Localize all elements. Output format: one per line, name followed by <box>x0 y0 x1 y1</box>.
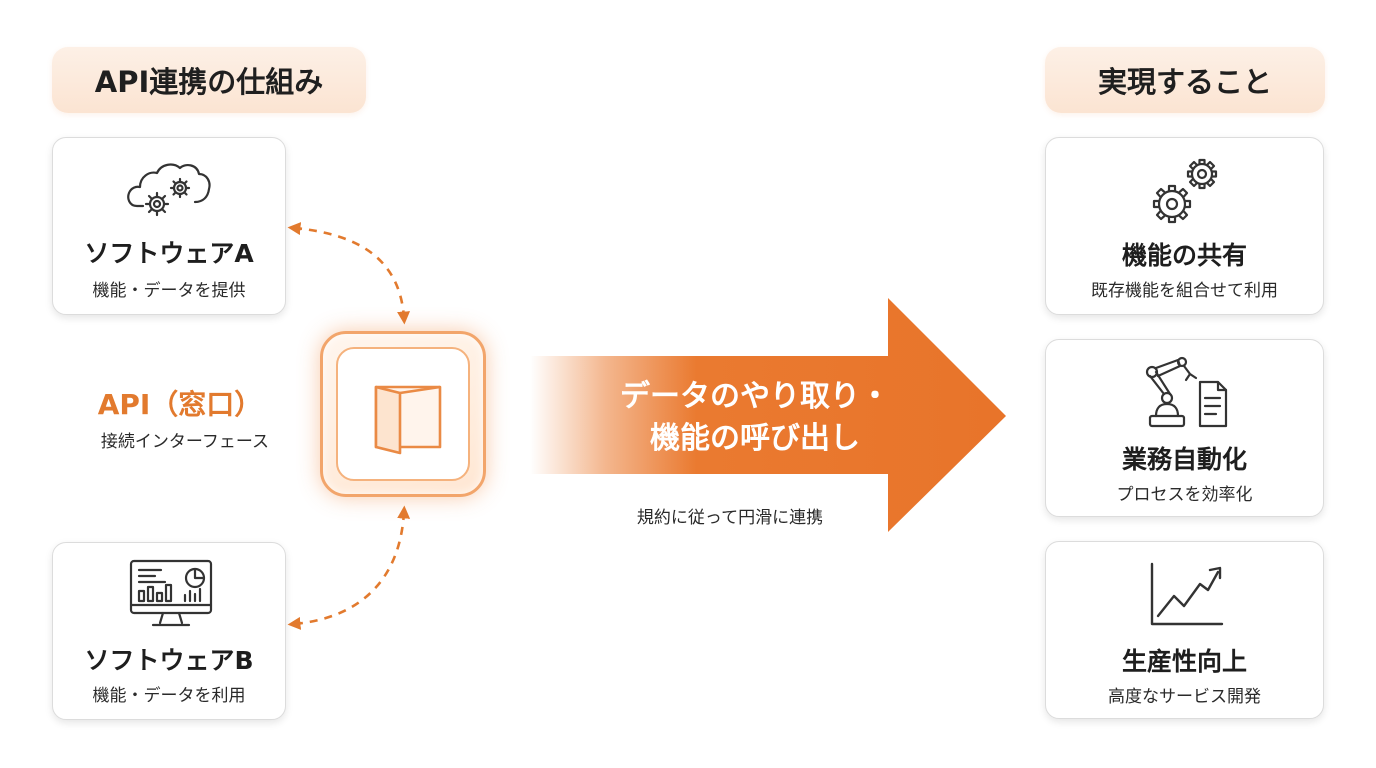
benefit-productivity-title: 生産性向上 <box>1121 647 1247 676</box>
flow-label: データのやり取り・ 機能の呼び出し <box>580 376 930 460</box>
right-header: 実現すること <box>1045 47 1325 113</box>
left-header: API連携の仕組み <box>52 47 366 113</box>
software-a-subtitle: 機能・データを提供 <box>92 281 246 301</box>
software-b-card: ソフトウェアB 機能・データを利用 <box>52 542 286 720</box>
flow-note: 規約に従って円滑に連携 <box>636 508 824 528</box>
right-header-label: 実現すること <box>1097 65 1272 99</box>
benefit-card-sharing: 機能の共有 既存機能を組合せて利用 <box>1045 137 1324 315</box>
api-subtitle: 接続インターフェース <box>100 432 270 452</box>
benefit-card-automation: 業務自動化 プロセスを効率化 <box>1045 339 1324 517</box>
benefit-productivity-subtitle: 高度なサービス開発 <box>1108 687 1261 707</box>
api-center-box <box>320 331 486 497</box>
door-window-icon <box>374 385 442 455</box>
monitor-dashboard-icon <box>129 559 213 627</box>
benefit-automation-title: 業務自動化 <box>1121 445 1247 474</box>
api-center-inner <box>336 347 470 481</box>
software-a-card: ソフトウェアA 機能・データを提供 <box>52 137 286 315</box>
cloud-gears-icon <box>127 163 211 217</box>
connector-a-to-api <box>287 222 411 325</box>
software-a-title: ソフトウェアA <box>84 239 254 268</box>
left-header-label: API連携の仕組み <box>94 65 324 99</box>
software-b-subtitle: 機能・データを利用 <box>92 686 246 706</box>
flow-arrow <box>530 298 1006 532</box>
benefit-automation-subtitle: プロセスを効率化 <box>1116 485 1253 505</box>
connector-arrows <box>287 222 411 630</box>
growth-chart-icon <box>1150 562 1224 626</box>
gears-icon <box>1152 158 1218 224</box>
connector-api-to-b <box>287 505 411 630</box>
benefit-sharing-subtitle: 既存機能を組合せて利用 <box>1091 281 1278 301</box>
robot-arm-document-icon <box>1145 356 1228 428</box>
software-b-title: ソフトウェアB <box>84 646 254 675</box>
flow-label-line2: 機能の呼び出し <box>650 421 860 456</box>
benefit-sharing-title: 機能の共有 <box>1121 241 1247 270</box>
benefit-card-productivity: 生産性向上 高度なサービス開発 <box>1045 541 1324 719</box>
api-label: API（窓口） <box>97 388 263 421</box>
flow-label-line1: データのやり取り・ <box>620 379 890 414</box>
